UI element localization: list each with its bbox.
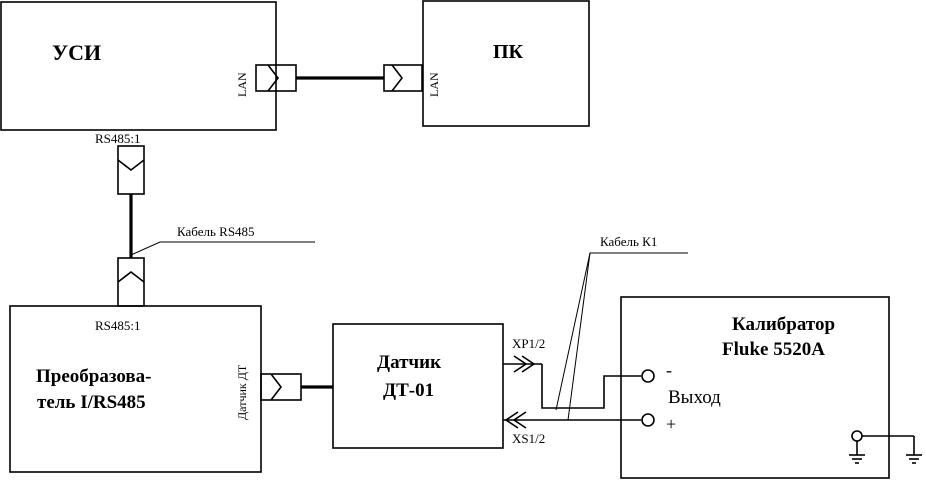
calibrator-title-line1: Калибратор	[732, 314, 835, 335]
pc-title: ПК	[493, 41, 524, 63]
xp-label: XP1/2	[512, 336, 545, 351]
converter-sensor-port-label: Датчик ДТ	[235, 364, 249, 420]
output-label: Выход	[668, 387, 721, 408]
converter-rs485-connector	[117, 257, 145, 307]
output-minus-label: -	[666, 360, 672, 380]
converter-title-line2: тель I/RS485	[37, 392, 146, 413]
k1-cable-leader-2	[555, 252, 591, 411]
usi-rs485-label: RS485:1	[95, 131, 141, 146]
usi-title: УСИ	[52, 40, 101, 65]
usi-rs485-connector	[117, 145, 145, 195]
k1-wire-minus	[541, 364, 641, 409]
calibrator-block	[620, 296, 890, 479]
calibrator-title-line2: Fluke 5520A	[722, 339, 825, 360]
pc-lan-label: LAN	[427, 72, 441, 97]
rs485-cable-label: Кабель RS485	[177, 224, 255, 239]
pc-lan-connector	[383, 64, 423, 92]
xs-connector	[503, 411, 542, 429]
sensor-title-line1: Датчик	[377, 352, 441, 373]
ground-icon	[849, 430, 922, 464]
output-plus-label: +	[666, 414, 676, 434]
xs-label: XS1/2	[512, 431, 545, 446]
k1-cable-label: Кабель К1	[600, 234, 657, 249]
converter-sensor-connector	[260, 373, 302, 401]
usi-block	[0, 1, 277, 131]
xp-connector	[503, 355, 542, 373]
terminal-plus	[641, 413, 655, 427]
pc-block	[422, 0, 590, 127]
terminal-minus	[641, 369, 655, 383]
rs485-cable-leader	[130, 241, 315, 256]
usi-lan-label: LAN	[235, 72, 249, 97]
converter-title-line1: Преобразова-	[36, 366, 151, 387]
converter-rs485-label: RS485:1	[95, 318, 141, 333]
sensor-title-line2: ДТ-01	[383, 380, 434, 401]
